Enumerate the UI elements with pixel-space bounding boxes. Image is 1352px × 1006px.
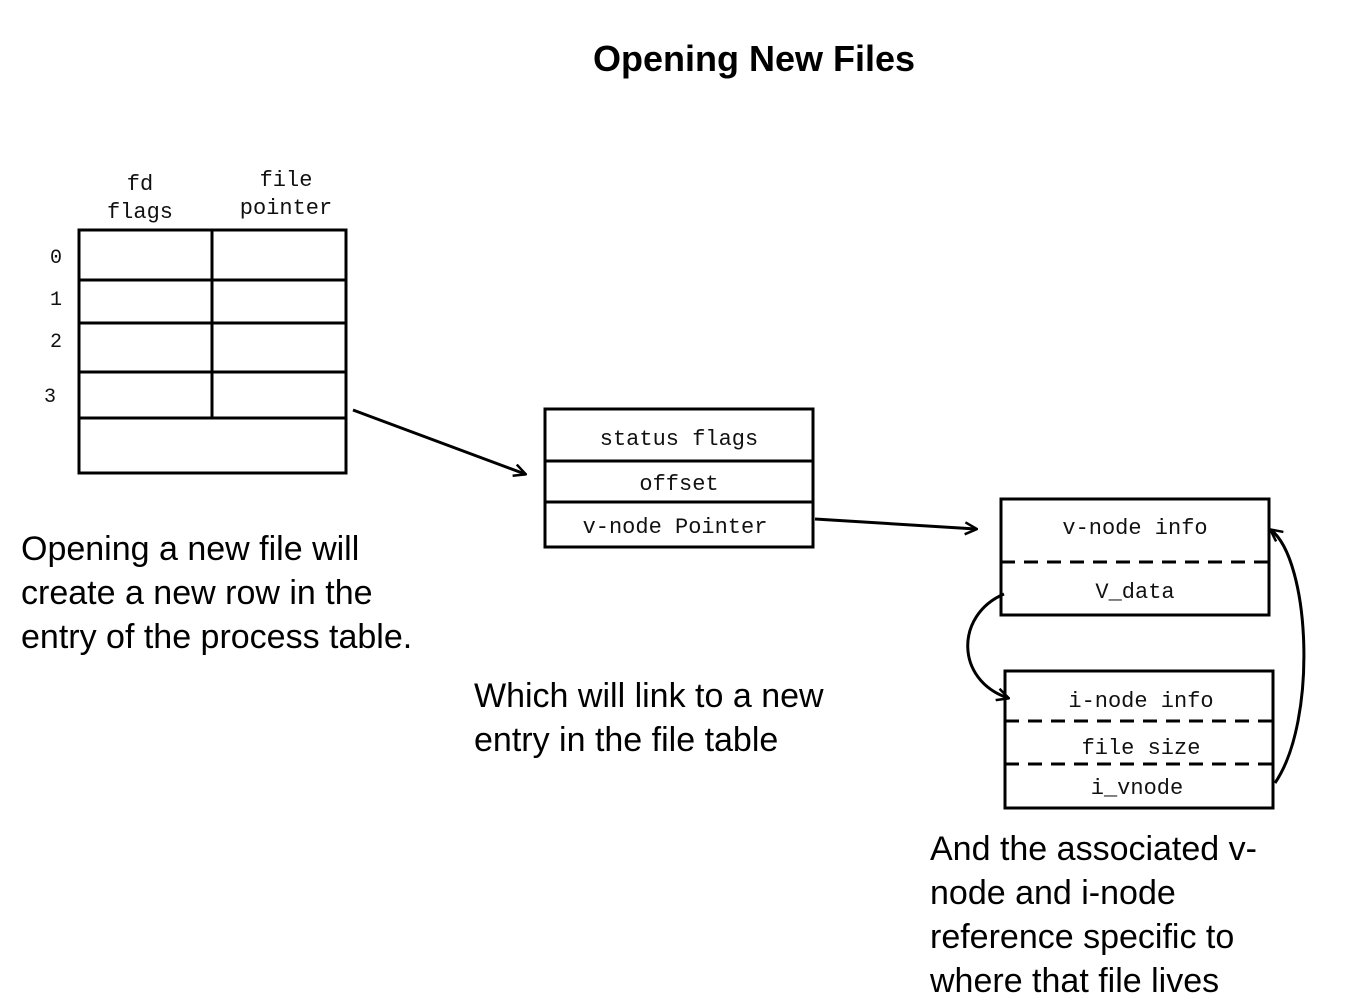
process-table-header-fd: fd	[127, 172, 153, 197]
process-table-index-1: 1	[50, 289, 62, 312]
caption-process-table: Opening a new file will create a new row…	[21, 530, 413, 656]
inode-i-vnode: i_vnode	[1091, 776, 1183, 801]
inode-file-size: file size	[1082, 736, 1201, 761]
process-table-header-pointer: pointer	[240, 196, 332, 221]
arrow-process-to-file-table	[352, 408, 525, 474]
arrow-vdata-to-inode	[966, 592, 1008, 698]
process-table-index-2: 2	[50, 331, 62, 354]
inode-box	[1003, 669, 1275, 810]
vnode-data: V_data	[1095, 580, 1174, 605]
file-table-offset: offset	[639, 472, 718, 497]
arrow-file-table-to-vnode	[814, 517, 976, 529]
arrow-ivnode-to-vnode	[1271, 530, 1306, 784]
vnode-box	[999, 497, 1271, 617]
file-table-vnode-pointer: v-node Pointer	[583, 515, 768, 540]
file-table	[543, 407, 815, 549]
process-table-header-flags: flags	[107, 200, 173, 225]
process-table-index-0: 0	[50, 247, 62, 270]
caption-nodes: And the associated v- node and i-node re…	[930, 830, 1257, 1000]
file-table-status-flags: status flags	[600, 427, 758, 452]
process-table-index-3: 3	[44, 386, 56, 409]
vnode-info: v-node info	[1062, 516, 1207, 541]
process-table	[77, 228, 348, 475]
caption-file-table: Which will link to a new entry in the fi…	[474, 677, 824, 759]
page-title: Opening New Files	[592, 38, 916, 79]
process-table-header-file: file	[260, 168, 313, 193]
inode-info: i-node info	[1068, 689, 1213, 714]
